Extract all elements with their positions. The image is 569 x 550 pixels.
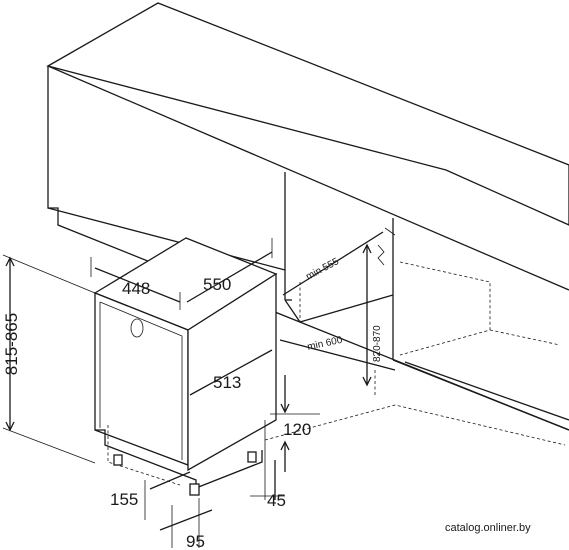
- label-plinth-setback: 155: [110, 490, 138, 509]
- label-niche-depth: min 555: [304, 256, 341, 283]
- label-depth: 550: [203, 275, 231, 294]
- label-foot-offset: 95: [186, 532, 205, 550]
- door-handle: [130, 318, 144, 338]
- foot: [189, 483, 200, 496]
- label-door-depth: 513: [213, 373, 241, 392]
- dishwasher: [93, 237, 278, 496]
- foot: [247, 451, 257, 463]
- watermark: catalog.onliner.by: [445, 522, 531, 534]
- label-plinth-height: 120: [283, 420, 311, 439]
- label-height-range: 815-865: [2, 313, 21, 375]
- label-foot-height: 45: [267, 491, 286, 510]
- label-niche-floor-depth: min 600: [306, 335, 344, 353]
- label-width: 448: [122, 279, 150, 298]
- niche-outline: [264, 261, 566, 446]
- foot: [113, 454, 123, 466]
- label-niche-height: 820-870: [372, 325, 383, 362]
- dimension-lines: [2, 227, 396, 548]
